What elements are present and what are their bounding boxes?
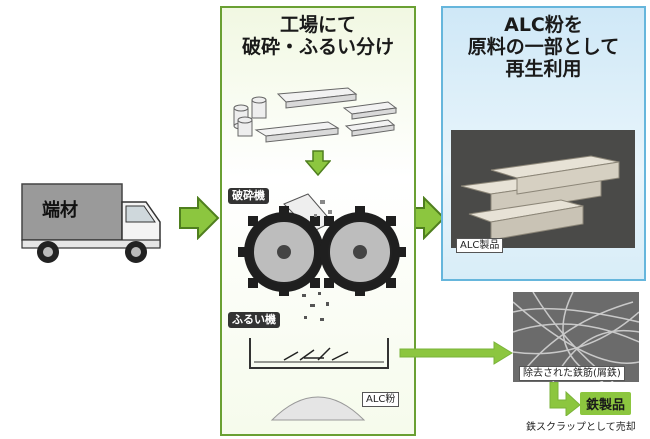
truck-label: 端材 [42, 200, 78, 221]
alc-powder-label: ALC粉 [362, 392, 400, 407]
arrow-sieve-to-iron [399, 341, 513, 365]
alc-scrap-blocks [233, 87, 398, 143]
alc-product-photo [451, 130, 635, 248]
arrow-iron-to-product [549, 382, 581, 416]
iron-product-label: 鉄製品 [586, 398, 626, 413]
arrow-truck-to-factory [179, 196, 220, 240]
crusher-label: 破砕機 [228, 188, 269, 204]
sieve-machine [249, 338, 389, 369]
reuse-title: ALC粉を 原料の一部として 再生利用 [443, 14, 644, 80]
iron-sale-text: 鉄スクラップとして売却 [526, 422, 636, 433]
factory-title-line1: 工場にて [279, 14, 356, 36]
sieve-label: ふるい機 [228, 312, 280, 328]
alc-product-image [451, 130, 635, 248]
reuse-title-line1: ALC粉を [504, 14, 583, 36]
crusher-machine [238, 193, 406, 296]
iron-scrap-caption: 除去された鉄筋(屑鉄) [519, 366, 625, 381]
iron-product-badge: 鉄製品 [580, 392, 632, 415]
arrow-down-to-crusher [305, 150, 331, 176]
reuse-title-line2: 原料の一部として [467, 36, 620, 58]
falling-debris [302, 292, 329, 321]
alc-powder-pile [270, 396, 366, 421]
factory-title-line2: 破砕・ふるい分け [241, 36, 394, 58]
factory-title: 工場にて 破砕・ふるい分け [222, 14, 414, 58]
truck-illustration [21, 183, 161, 263]
reuse-title-line3: 再生利用 [505, 58, 582, 80]
alc-product-caption: ALC製品 [456, 238, 504, 253]
